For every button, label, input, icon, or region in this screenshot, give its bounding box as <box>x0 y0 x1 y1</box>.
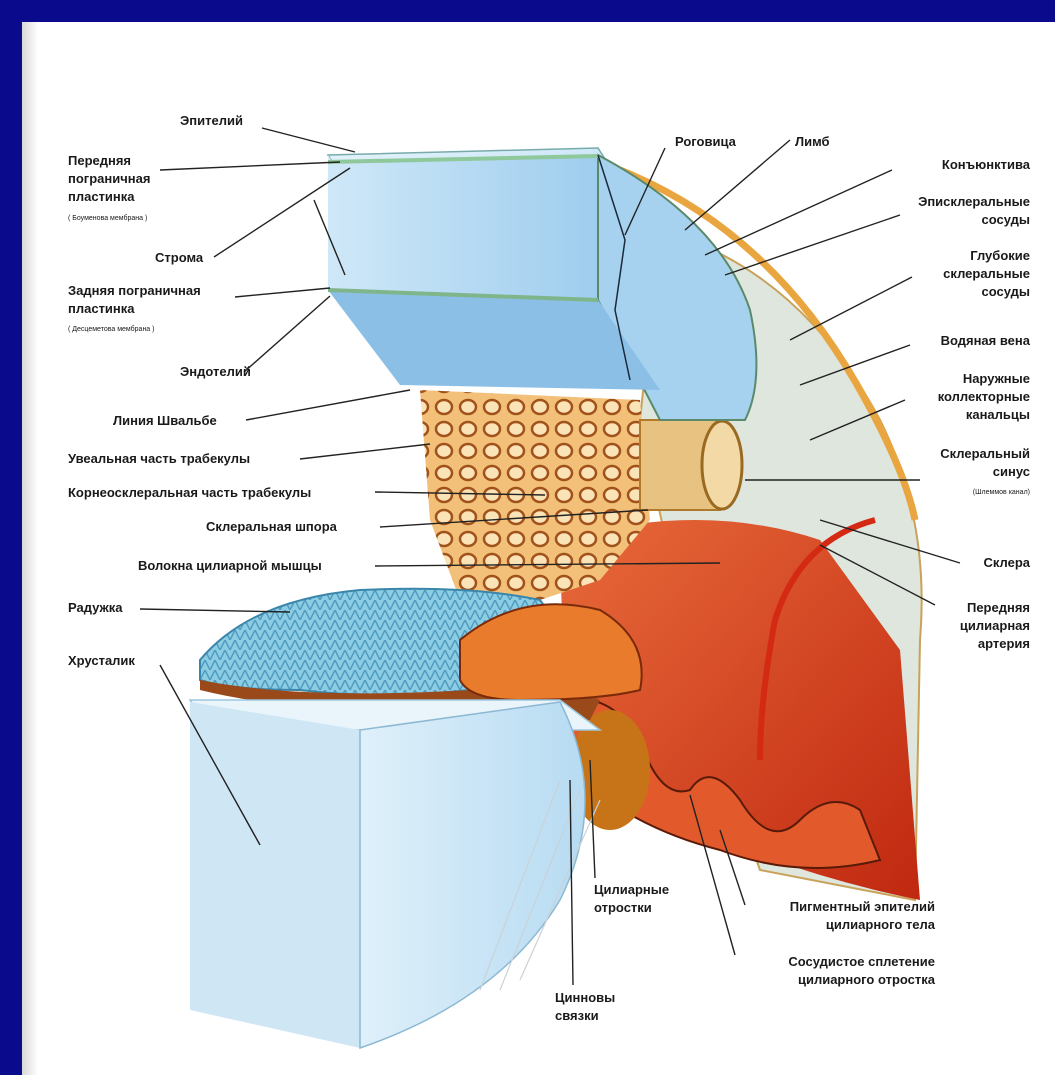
label-conjunctiva: Конъюнктива <box>942 157 1031 172</box>
label-plexus-1: Сосудистое сплетение <box>788 954 935 969</box>
label-ciliary-fibers: Волокна цилиарной мышцы <box>138 558 322 573</box>
label-ext-coll-2: коллекторные <box>938 389 1030 404</box>
label-cornea: Роговица <box>675 134 737 149</box>
label-pigment-1: Пигментный эпителий <box>790 899 935 914</box>
lens-front <box>190 702 360 1048</box>
label-ext-coll-3: канальцы <box>966 407 1030 422</box>
label-deep-scleral-1: Глубокие <box>970 248 1030 263</box>
label-stroma: Строма <box>155 250 204 265</box>
label-pigment-2: цилиарного тела <box>826 917 936 932</box>
label-episcleral-1: Эписклеральные <box>918 194 1030 209</box>
label-epithelium: Эпителий <box>180 113 243 128</box>
label-sclera: Склера <box>983 555 1030 570</box>
label-ext-coll-1: Наружные <box>963 371 1030 386</box>
label-scleral-sinus-1: Склеральный <box>940 446 1030 461</box>
label-lens: Хрусталик <box>68 653 135 668</box>
schlemm-opening <box>702 421 742 509</box>
label-deep-scleral-3: сосуды <box>982 284 1031 299</box>
label-iris: Радужка <box>68 600 123 615</box>
label-uveal-trab: Увеальная часть трабекулы <box>68 451 250 466</box>
cornea-front <box>328 155 598 300</box>
label-ant-ciliary-1: Передняя <box>967 600 1030 615</box>
label-zonule-1: Цинновы <box>555 990 615 1005</box>
label-zonule-2: связки <box>555 1008 599 1023</box>
label-ant-ciliary-2: цилиарная <box>960 618 1030 633</box>
label-episcleral-2: сосуды <box>982 212 1031 227</box>
lens-side <box>360 702 585 1048</box>
label-post-limiting-note: ( Десцеметова мембрана ) <box>68 325 154 333</box>
label-plexus-2: цилиарного отростка <box>798 972 936 987</box>
label-endothelium: Эндотелий <box>180 364 251 379</box>
label-ciliary-proc-2: отростки <box>594 900 652 915</box>
label-scleral-spur: Склеральная шпора <box>206 519 338 534</box>
label-post-limiting-1: Задняя пограничная <box>68 283 201 298</box>
label-corneoscleral-trab: Корнеосклеральная часть трабекулы <box>68 485 311 500</box>
label-ant-limiting-2: пограничная <box>68 171 150 186</box>
label-ciliary-proc-1: Цилиарные <box>594 882 669 897</box>
label-ant-ciliary-3: артерия <box>978 636 1030 651</box>
label-post-limiting-2: пластинка <box>68 301 135 316</box>
label-ant-limiting-note: ( Боуменова мембрана ) <box>68 214 147 222</box>
label-aqueous-vein: Водяная вена <box>941 333 1031 348</box>
label-ant-limiting-1: Передняя <box>68 153 131 168</box>
label-scleral-sinus-2: синус <box>993 464 1030 479</box>
label-ant-limiting-3: пластинка <box>68 189 135 204</box>
label-limbus: Лимб <box>795 134 830 149</box>
label-deep-scleral-2: склеральные <box>943 266 1030 281</box>
label-scleral-sinus-note: (Шлеммов канал) <box>973 489 1030 496</box>
label-schwalbe: Линия Швальбе <box>113 413 217 428</box>
